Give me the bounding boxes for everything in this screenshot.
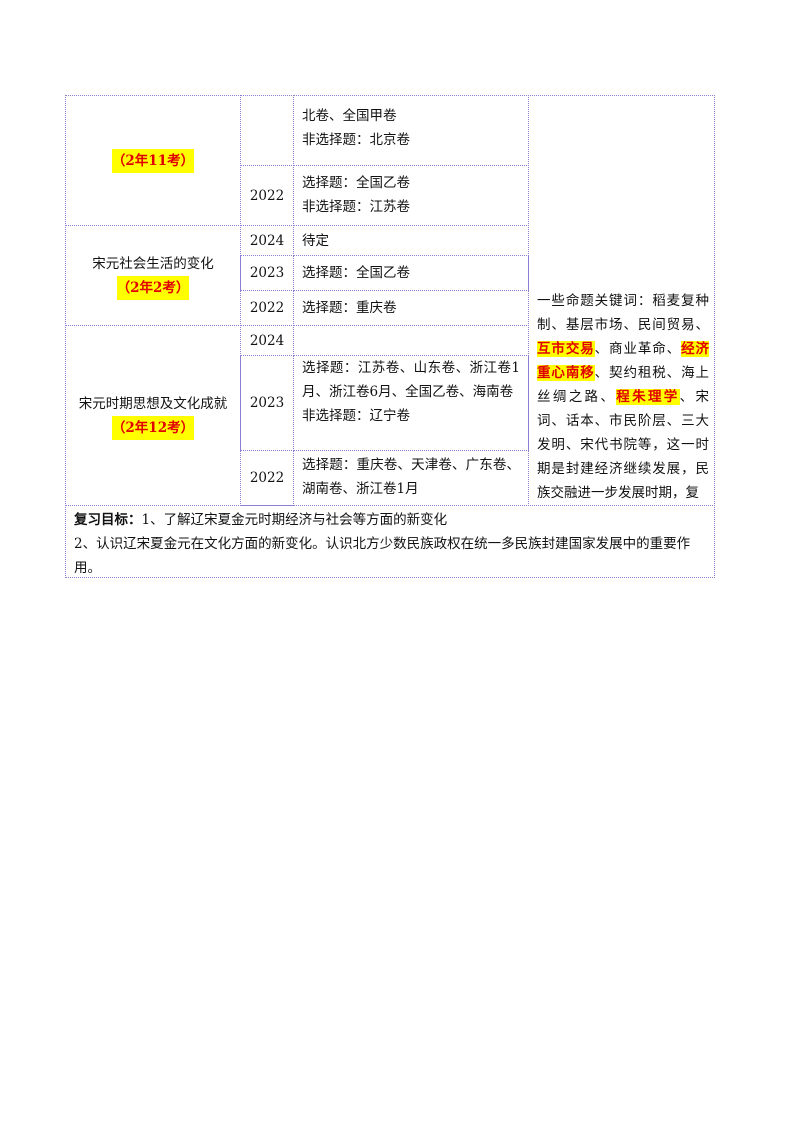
topic-cell-2: 宋元社会生活的变化 （2年2考） xyxy=(65,225,241,326)
keywords-cell: 一些命题关键词：稻麦复种制、基层市场、民间贸易、互市交易、商业革命、经济重心南移… xyxy=(528,95,715,506)
topic-cell-3: 宋元时期思想及文化成就 （2年12考） xyxy=(65,325,241,506)
desc-cell-7: 选择题：江苏卷、山东卷、浙江卷1月、浙江卷6月、全国乙卷、海南卷 非选择题：辽宁… xyxy=(293,355,529,451)
review-line-2: 2、认识辽宋夏金元在文化方面的新变化。认识北方少数民族政权在统一多民族封建国家发… xyxy=(74,536,691,576)
topic-title-3: 宋元时期思想及文化成就 xyxy=(78,395,228,412)
year-cell-7: 2023 xyxy=(240,355,294,451)
topic-title-2: 宋元社会生活的变化 xyxy=(92,255,214,272)
topic-count-3: （2年12考） xyxy=(111,415,195,440)
desc-cell-6 xyxy=(293,325,529,356)
desc-cell-3: 待定 xyxy=(293,225,529,256)
review-goals: 复习目标：1、了解辽宋夏金元时期经济与社会等方面的新变化 2、认识辽宋夏金元在文… xyxy=(65,505,715,578)
keyword-highlight-3: 程朱理学 xyxy=(616,389,680,405)
year-cell-8: 2022 xyxy=(240,450,294,506)
year-cell-1 xyxy=(240,95,294,166)
topic-cell-1: （2年11考） xyxy=(65,95,241,226)
topic-count-2: （2年2考） xyxy=(116,275,190,300)
desc-cell-2: 选择题：全国乙卷 非选择题：江苏卷 xyxy=(293,165,529,226)
year-cell-4: 2023 xyxy=(240,255,294,291)
desc-cell-8: 选择题：重庆卷、天津卷、广东卷、湖南卷、浙江卷1月 xyxy=(293,450,529,506)
year-cell-3: 2024 xyxy=(240,225,294,256)
review-label: 复习目标： xyxy=(74,512,142,528)
keywords-text: 一些命题关键词：稻麦复种制、基层市场、民间贸易、互市交易、商业革命、经济重心南移… xyxy=(537,293,710,501)
desc-cell-5: 选择题：重庆卷 xyxy=(293,290,529,326)
review-line-1: 复习目标：1、了解辽宋夏金元时期经济与社会等方面的新变化 xyxy=(74,512,448,528)
year-cell-5: 2022 xyxy=(240,290,294,326)
year-cell-6: 2024 xyxy=(240,325,294,356)
keyword-highlight-1: 互市交易 xyxy=(537,341,595,357)
topic-count-1: （2年11考） xyxy=(111,148,195,173)
desc-cell-1: 北卷、全国甲卷 非选择题：北京卷 xyxy=(293,95,529,166)
year-cell-2: 2022 xyxy=(240,165,294,226)
desc-cell-4: 选择题：全国乙卷 xyxy=(293,255,529,291)
